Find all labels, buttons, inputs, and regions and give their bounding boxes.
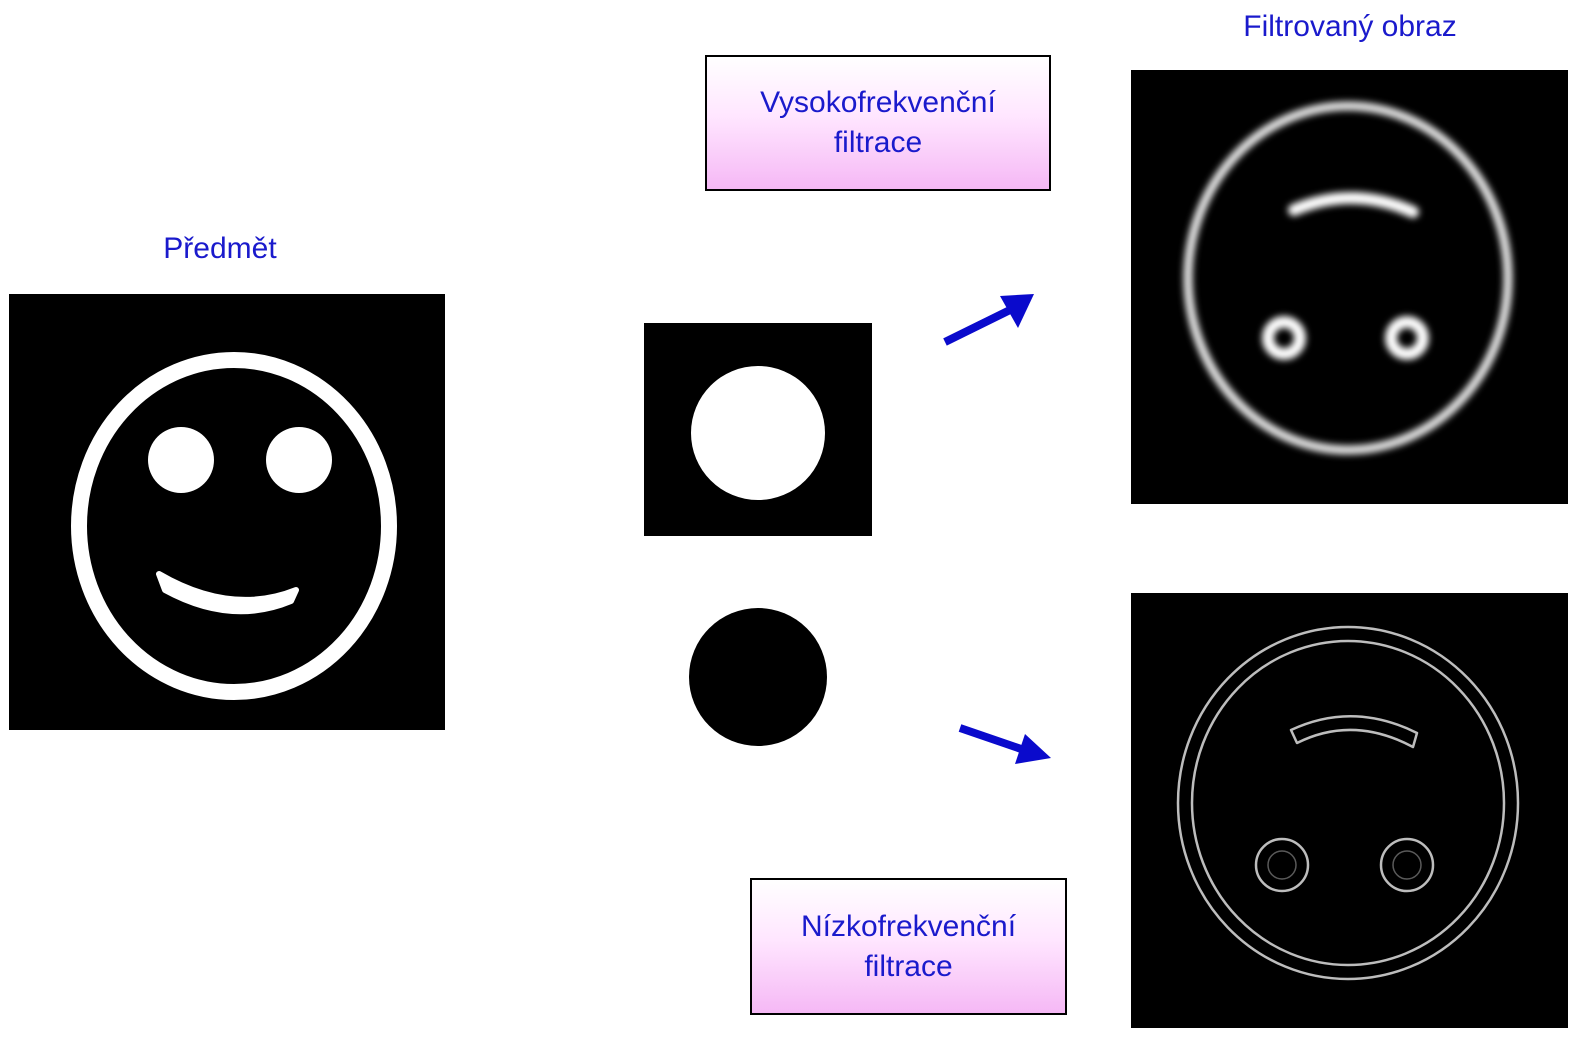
edge-face-image — [1131, 593, 1568, 1028]
lowpass-line2: filtrace — [864, 949, 953, 983]
lowpass-line1: Nízkofrekvenční — [800, 909, 1017, 943]
highpass-filter-box: Vysokofrekvenční filtrace — [705, 55, 1051, 191]
highpass-line2: filtrace — [833, 126, 923, 159]
arrow-right-down-icon — [955, 720, 1055, 770]
arrow-right-up-icon — [940, 290, 1040, 350]
object-label: Předmět — [163, 232, 277, 265]
highpass-mask-icon — [644, 323, 872, 536]
highpass-line1: Vysokofrekvenční — [760, 86, 996, 119]
lowpass-filter-box: Nízkofrekvenční filtrace — [750, 878, 1067, 1015]
blurred-face-image — [1131, 70, 1568, 504]
lowpass-disc-icon — [688, 607, 828, 747]
object-image — [9, 294, 445, 730]
filtered-image-label: Filtrovaný obraz — [1243, 10, 1457, 43]
